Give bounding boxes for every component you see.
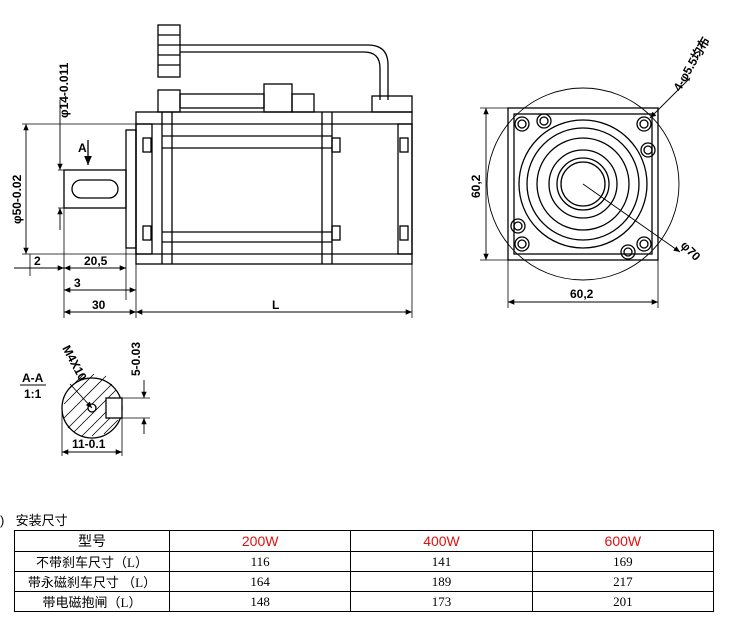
header-600w: 600W — [531, 530, 715, 552]
cell-value: 201 — [531, 591, 715, 612]
dimension-table: 型号 200W 400W 600W 不带刹车尺寸（L） 116 141 169 … — [14, 530, 715, 612]
cell-value: 169 — [531, 551, 715, 572]
table-row: 带电磁抱闸（L） 148 173 201 — [14, 591, 715, 612]
motor-drawing: φ14-0.011 φ50-0.02 A 2 20,5 3 30 L 4-φ5.… — [10, 24, 713, 456]
heading-bullet: ) — [0, 513, 5, 528]
install-heading: ) 安装尺寸 — [0, 510, 68, 529]
dim-mounting-holes: 4-φ5.5均布 — [670, 34, 713, 93]
table-header-row: 型号 200W 400W 600W — [14, 530, 715, 552]
dim-side-width: 60,2 — [570, 287, 594, 301]
section-view — [20, 373, 150, 456]
dim-pcd: φ70 — [678, 238, 704, 264]
dim-20-5: 20,5 — [84, 254, 108, 268]
dim-30: 30 — [92, 298, 106, 312]
side-view — [480, 77, 691, 308]
section-scale: 1:1 — [24, 387, 42, 401]
cell-value: 217 — [531, 571, 715, 592]
row-label: 带永磁刹车尺寸 （L） — [14, 571, 170, 592]
table-row: 带永磁刹车尺寸 （L） 164 189 217 — [14, 571, 715, 592]
dim-2: 2 — [34, 254, 41, 268]
dim-length: L — [272, 298, 279, 312]
header-400w: 400W — [350, 530, 533, 552]
table-row: 不带刹车尺寸（L） 116 141 169 — [14, 551, 715, 572]
cell-value: 141 — [350, 551, 533, 572]
dim-key-width: 5-0.03 — [129, 342, 143, 376]
dim-shaft-diameter: φ14-0.011 — [57, 62, 71, 118]
cell-value: 173 — [350, 591, 533, 612]
cell-value: 164 — [168, 571, 352, 592]
front-view — [14, 24, 413, 318]
cell-value: 148 — [168, 591, 352, 612]
cell-value: 116 — [168, 551, 352, 572]
dim-thread: M4X10 — [59, 343, 89, 383]
section-mark-a: A — [78, 141, 87, 155]
dim-3: 3 — [74, 276, 81, 290]
header-model: 型号 — [14, 530, 170, 552]
cell-value: 189 — [350, 571, 533, 592]
header-200w: 200W — [168, 530, 352, 552]
row-label: 带电磁抱闸（L） — [14, 591, 170, 612]
section-title: A-A — [22, 371, 44, 385]
dim-side-height: 60,2 — [469, 174, 483, 198]
row-label: 不带刹车尺寸（L） — [14, 551, 170, 572]
dim-flange-diameter: φ50-0.02 — [10, 174, 24, 224]
heading-text: 安装尺寸 — [15, 513, 68, 528]
dim-key-depth: 11-0.1 — [72, 437, 106, 451]
